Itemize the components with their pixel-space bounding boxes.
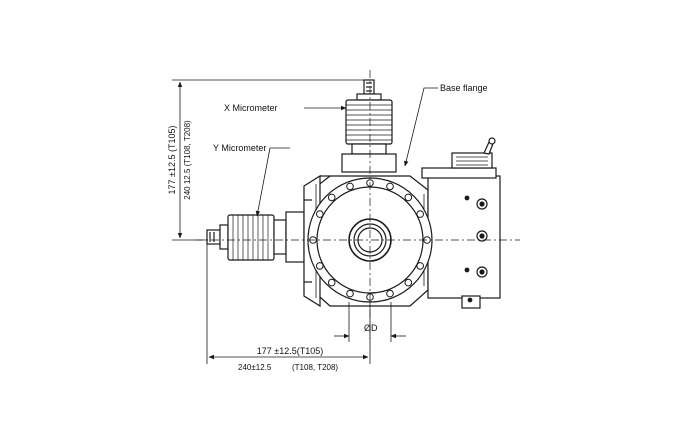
diameter-label: ØD <box>364 323 378 333</box>
vertical-dimension-lines <box>172 79 364 241</box>
centre-lines <box>195 70 520 340</box>
horizontal-dimension-secondary-models: (T108, T208) <box>292 363 338 372</box>
y-micrometer-drawing <box>206 211 305 263</box>
leader-lines <box>255 87 438 217</box>
base-flange-label: Base flange <box>440 83 488 93</box>
vertical-dimension-primary: 177 ±12.5 (T105) <box>167 126 177 195</box>
x-micrometer-label: X Micrometer <box>224 103 278 113</box>
x-micrometer-drawing <box>341 79 397 173</box>
diameter-dimension <box>334 302 406 342</box>
horizontal-dimension-lines <box>206 244 371 364</box>
vertical-dimension-secondary: 240 12.5 (T108, T208) <box>183 120 192 200</box>
horizontal-dimension-primary: 177 ±12.5(T105) <box>257 346 323 356</box>
horizontal-dimension-secondary-value: 240±12.5 <box>238 363 272 372</box>
side-module <box>421 137 501 309</box>
y-micrometer-label: Y Micrometer <box>213 143 266 153</box>
